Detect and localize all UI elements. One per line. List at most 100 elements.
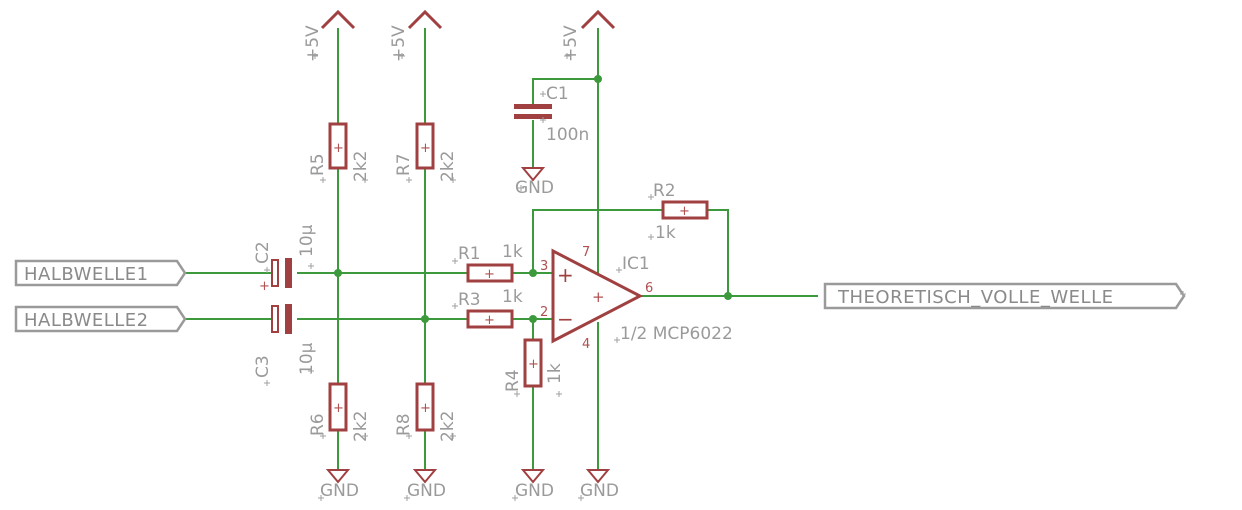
port-label-out: THEORETISCH_VOLLE_WELLE [837, 287, 1113, 308]
gnd-r8: GND [407, 469, 446, 501]
r3-body [466, 309, 514, 329]
origin-marker-icon [540, 117, 546, 123]
r8-name: R8 [394, 413, 414, 436]
r2-name: R2 [653, 181, 676, 201]
supply-vcc-2: +5V [389, 9, 443, 62]
r5-name: R5 [308, 153, 328, 176]
gnd-label-opamp: GND [580, 481, 619, 501]
c1-name: C1 [546, 84, 569, 104]
r1-value: 1k [502, 242, 523, 262]
ground-icon [520, 469, 546, 484]
opamp-pin2: 2 [540, 305, 548, 320]
r8-value: 2k2 [438, 411, 458, 442]
origin-marker-icon [362, 177, 368, 183]
origin-marker-icon [406, 177, 412, 183]
r4-body [523, 338, 543, 388]
wire-r2-out [707, 209, 729, 296]
c2-polarity-icon: + [259, 279, 270, 294]
ground-icon [585, 469, 611, 484]
r6-marker: + [333, 401, 344, 416]
opamp-pin6: 6 [645, 281, 653, 296]
resistor-r4: + R4 1k [503, 338, 565, 392]
resistor-r7: + R7 2k2 [394, 122, 458, 182]
junction-pin3 [529, 269, 537, 277]
vcc-arrow-icon [580, 9, 616, 30]
origin-marker-icon [399, 53, 405, 59]
r7-name: R7 [394, 153, 414, 176]
origin-marker-icon [308, 368, 314, 374]
port-label-in2: HALBWELLE2 [24, 310, 149, 331]
r5-marker: + [333, 141, 344, 156]
origin-marker-icon [1180, 291, 1186, 297]
origin-marker-icon [308, 263, 314, 269]
c3-plate-pos [271, 305, 279, 333]
r7-value: 2k2 [438, 151, 458, 182]
opamp-center-marker: + [592, 288, 605, 306]
origin-marker-icon [362, 433, 368, 439]
wires [185, 28, 818, 470]
origin-marker-icon [264, 380, 270, 386]
opamp-ic1: + − + 3 2 7 4 6 IC1 1/2 MCP6022 [540, 245, 733, 352]
port-halbwelle1: HALBWELLE1 [14, 259, 187, 287]
wire-vcc3-c1 [532, 78, 598, 104]
r5-body [328, 122, 348, 170]
origin-marker-icon [320, 177, 326, 183]
origin-marker-icon [264, 267, 270, 273]
r8-body [415, 382, 435, 432]
origin-marker-icon [452, 303, 458, 309]
r3-value: 1k [502, 287, 523, 307]
opamp-minus-sign: − [557, 307, 574, 331]
resistor-r1: + R1 1k [458, 242, 523, 283]
origin-marker-icon [450, 177, 456, 183]
origin-marker-icon [578, 495, 584, 501]
vcc-label-2: +5V [389, 25, 409, 62]
junctions [334, 75, 732, 323]
junction-vcc3 [594, 75, 602, 83]
c1-plate-bottom [514, 114, 552, 119]
port-label-in1: HALBWELLE1 [24, 264, 149, 285]
origin-marker-icon [452, 258, 458, 264]
vcc-label-3: +5V [561, 25, 581, 62]
r2-body [661, 200, 709, 220]
c3-value: 10µ [297, 342, 317, 375]
resistor-r6: + R6 2k2 [308, 382, 371, 442]
origin-marker-icon [404, 495, 410, 501]
r8-marker: + [420, 401, 431, 416]
gnd-label-c1: GND [515, 178, 554, 198]
origin-marker-icon [540, 91, 546, 97]
r7-marker: + [420, 141, 431, 156]
gnd-opamp: GND [580, 469, 619, 501]
port-shape [14, 259, 187, 287]
junction-out [724, 292, 732, 300]
resistor-r3: + R3 1k [458, 287, 523, 329]
origin-marker-icon [450, 433, 456, 439]
r2-marker: + [679, 204, 690, 219]
capacitor-c2: C2 10µ + [253, 224, 317, 294]
opamp-triangle-icon [551, 248, 644, 344]
c3-name: C3 [253, 355, 273, 378]
gnd-label-r8: GND [407, 481, 446, 501]
opamp-pin4: 4 [582, 337, 590, 352]
ground-icon [520, 167, 546, 182]
r3-name: R3 [458, 290, 481, 310]
r1-name: R1 [458, 244, 481, 264]
origin-marker-icon [318, 495, 324, 501]
origin-marker-icon [648, 194, 654, 200]
junction-c3-net [421, 315, 429, 323]
c2-plate-pos [271, 259, 279, 287]
origin-marker-icon [616, 267, 622, 273]
origin-markers [264, 53, 1186, 501]
r4-name: R4 [503, 369, 523, 392]
junction-pin2 [529, 315, 537, 323]
origin-marker-icon [512, 495, 518, 501]
gnd-r4: GND [515, 469, 554, 501]
r5-value: 2k2 [351, 151, 371, 182]
origin-marker-icon [406, 433, 412, 439]
opamp-value: 1/2 MCP6022 [620, 324, 733, 344]
origin-marker-icon [320, 433, 326, 439]
supply-vcc-1: +5V [303, 9, 356, 62]
resistor-r5: + R5 2k2 [308, 122, 371, 182]
gnd-r6: GND [320, 469, 359, 501]
c3-plate-neg [285, 304, 292, 334]
gnd-c1: GND [515, 167, 554, 198]
